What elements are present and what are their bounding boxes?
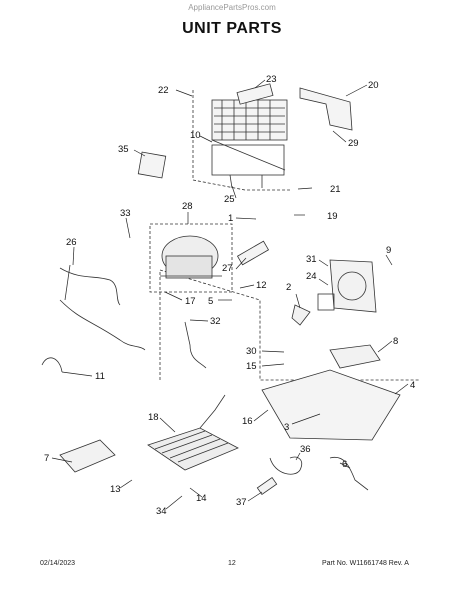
callout-30: 30 <box>246 346 257 357</box>
callout-7: 7 <box>44 453 49 464</box>
callout-8: 8 <box>393 336 398 347</box>
callout-23: 23 <box>266 74 277 85</box>
part-23-drawing <box>236 83 274 105</box>
callout-29: 29 <box>348 138 359 149</box>
footer-part-number: Part No. W11661748 Rev. A <box>322 560 409 567</box>
callout-31: 31 <box>306 254 317 265</box>
part-20-drawing <box>299 87 353 131</box>
evaporator-group-outline <box>192 90 290 191</box>
callout-13: 13 <box>110 484 121 495</box>
callout-25: 25 <box>224 194 235 205</box>
condenser-coil-drawing <box>147 394 239 471</box>
condenser-fan-drawing <box>291 259 377 326</box>
callout-22: 22 <box>158 85 169 96</box>
page-title: UNIT PARTS <box>182 20 282 37</box>
callout-11: 11 <box>95 371 105 382</box>
callout-21: 21 <box>330 184 341 195</box>
callout-17: 17 <box>185 296 196 307</box>
callout-15: 15 <box>246 361 257 372</box>
callout-3: 3 <box>284 422 289 433</box>
callout-36: 36 <box>300 444 311 455</box>
part-35-drawing <box>137 151 167 179</box>
callout-24: 24 <box>306 271 317 282</box>
callout-33: 33 <box>120 208 131 219</box>
leader-lines <box>51 79 409 510</box>
part-37-drawing <box>256 477 278 495</box>
hose-6-drawing <box>329 456 369 491</box>
callout-34: 34 <box>156 506 167 517</box>
footer-date: 02/14/2023 <box>40 560 76 567</box>
base-plate-3-drawing <box>261 369 401 441</box>
callout-18: 18 <box>148 412 159 423</box>
callout-37: 37 <box>236 497 247 508</box>
callout-labels: 22 23 20 10 29 35 25 21 19 1 28 33 26 27… <box>44 74 415 517</box>
callout-26: 26 <box>66 237 77 248</box>
callout-28: 28 <box>182 201 193 212</box>
callout-9: 9 <box>386 245 391 256</box>
cable-11-drawing <box>41 357 63 373</box>
callout-5: 5 <box>208 296 213 307</box>
footer-page-number: 12 <box>228 560 236 567</box>
callout-10: 10 <box>190 130 201 141</box>
callout-27: 27 <box>222 263 233 274</box>
callout-35: 35 <box>118 144 129 155</box>
callout-1: 1 <box>228 213 233 224</box>
harness-26-drawing <box>59 267 121 306</box>
hose-36-drawing <box>269 456 303 475</box>
callout-4: 4 <box>410 380 415 391</box>
watermark: AppliancePartsPros.com <box>188 3 276 12</box>
evaporator-drawing <box>211 99 288 189</box>
callout-32: 32 <box>210 316 221 327</box>
callout-2: 2 <box>286 282 291 293</box>
part-7-drawing <box>59 439 116 473</box>
part-27-drawing <box>236 240 270 266</box>
callout-12: 12 <box>256 280 267 291</box>
callout-20: 20 <box>368 80 379 91</box>
callout-16: 16 <box>242 416 253 427</box>
callout-19: 19 <box>327 211 338 222</box>
compressor-drawing <box>149 223 233 293</box>
part-8-drawing <box>329 344 381 369</box>
callout-6: 6 <box>342 459 347 470</box>
callout-14: 14 <box>196 493 207 504</box>
drain-tube-32-drawing <box>184 321 207 369</box>
